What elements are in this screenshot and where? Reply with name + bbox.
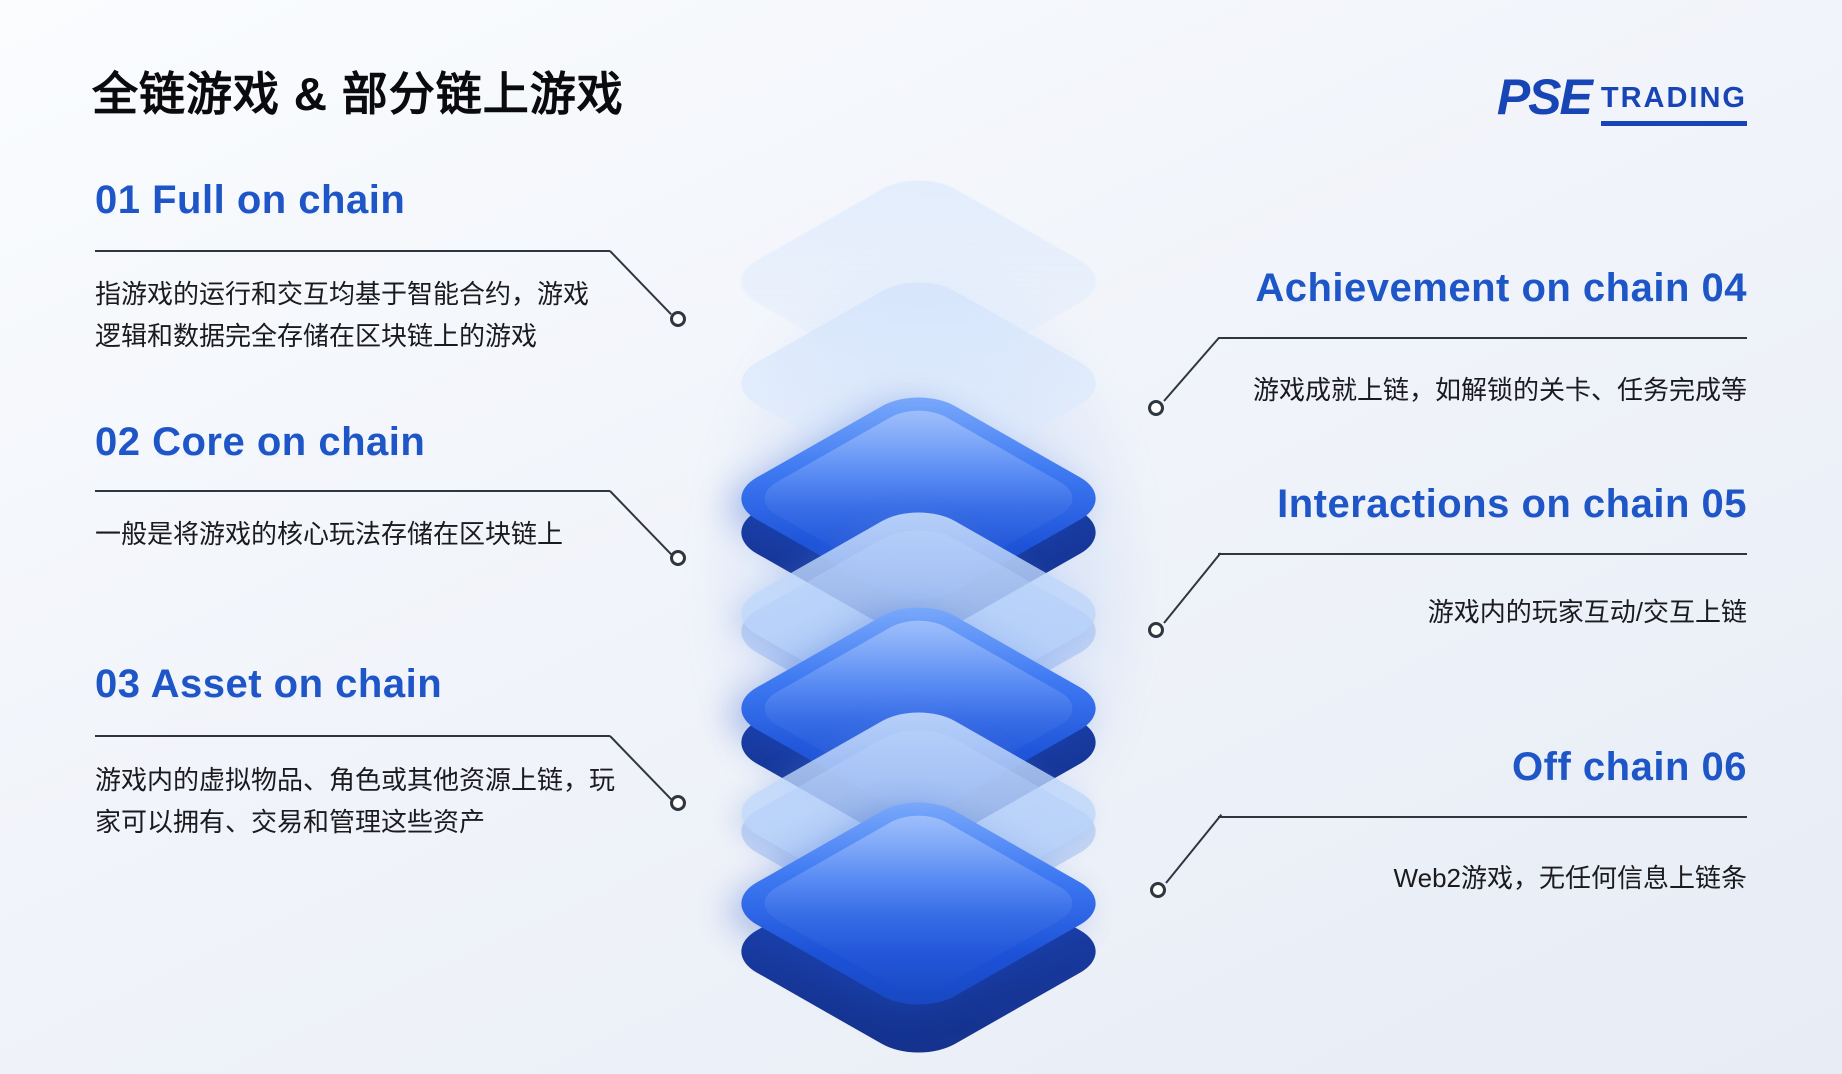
item-02-heading: 02 Core on chain (95, 420, 426, 464)
item-05-connector-dot (1148, 622, 1164, 638)
item-03-connector-dot (670, 795, 686, 811)
stack-layer-solid-bottom (719, 763, 1118, 1065)
item-02-connector-line (95, 490, 610, 492)
item-01-connector-dot (670, 311, 686, 327)
item-05-heading: Interactions on chain 05 (1277, 482, 1747, 526)
item-05-body: 游戏内的玩家互动/交互上链 (1427, 597, 1747, 627)
logo-mark: PSE (1496, 69, 1593, 125)
item-03-heading: 03 Asset on chain (95, 662, 443, 706)
item-02-body: 一般是将游戏的核心玩法存储在区块链上 (95, 519, 564, 549)
item-06-connector-line (1218, 816, 1747, 818)
item-03-body: 游戏内的虚拟物品、角色或其他资源上链，玩家可以拥有、交易和管理这些资产 (95, 765, 616, 837)
brand-logo: PSE TRADING (1497, 72, 1747, 126)
item-06-body: Web2游戏，无任何信息上链条 (1393, 863, 1747, 893)
logo-word: TRADING (1600, 84, 1747, 126)
item-04-connector-dot (1148, 400, 1164, 416)
item-05-connector-line (1218, 553, 1747, 555)
item-02-connector-dot (670, 550, 686, 566)
item-01-heading: 01 Full on chain (95, 178, 406, 222)
item-01-body: 指游戏的运行和交互均基于智能合约，游戏逻辑和数据完全存储在区块链上的游戏 (95, 279, 590, 351)
item-03-connector-line (95, 735, 610, 737)
item-04-body: 游戏成就上链，如解锁的关卡、任务完成等 (1252, 375, 1747, 405)
item-06-heading: Off chain 06 (1512, 745, 1747, 789)
page-title: 全链游戏 & 部分链上游戏 (92, 68, 624, 120)
item-06-connector-dot (1150, 882, 1166, 898)
item-01-connector-diagonal (609, 250, 672, 315)
item-01-connector-line (95, 250, 610, 252)
item-04-connector-line (1218, 337, 1747, 339)
item-04-heading: Achievement on chain 04 (1255, 266, 1747, 310)
